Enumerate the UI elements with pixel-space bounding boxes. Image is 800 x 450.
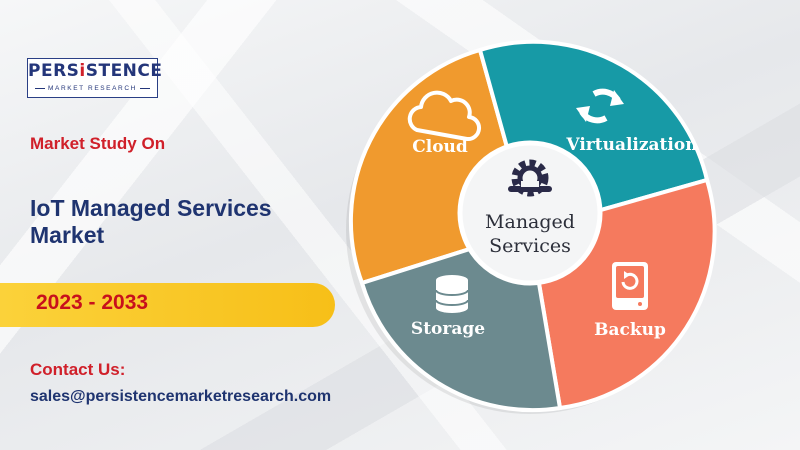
segment-label-backup: Backup [594, 320, 666, 340]
database-icon [435, 275, 469, 313]
cloud-icon [407, 90, 482, 142]
contact-email-link[interactable]: sales@persistencemarketresearch.com [30, 388, 332, 405]
contact-label: Contact Us: [30, 360, 126, 379]
report-title: IoT Managed Services Market [30, 195, 272, 248]
gear-wrench-icon [508, 159, 552, 197]
backup-drive-icon [612, 262, 648, 310]
center-hub [457, 140, 603, 286]
year-banner [0, 283, 335, 327]
year-range: 2023 - 2033 [36, 291, 149, 314]
managed-services-diagram: Cloud Virtualization Backup Storage Mana… [346, 39, 717, 414]
center-label-line1: Managed [485, 211, 575, 233]
market-study-label: Market Study On [30, 134, 166, 153]
segment-label-storage: Storage [411, 319, 485, 339]
logo-wordmark: PERSiSTENCE [28, 61, 163, 81]
center-label-line2: Services [489, 235, 571, 257]
company-logo[interactable]: PERSiSTENCE MARKET RESEARCH [27, 58, 163, 98]
refresh-arrows-icon [576, 88, 624, 124]
logo-tagline: MARKET RESEARCH [28, 85, 157, 92]
segment-label-cloud: Cloud [412, 137, 468, 157]
segment-label-virtualization: Virtualization [565, 135, 697, 155]
